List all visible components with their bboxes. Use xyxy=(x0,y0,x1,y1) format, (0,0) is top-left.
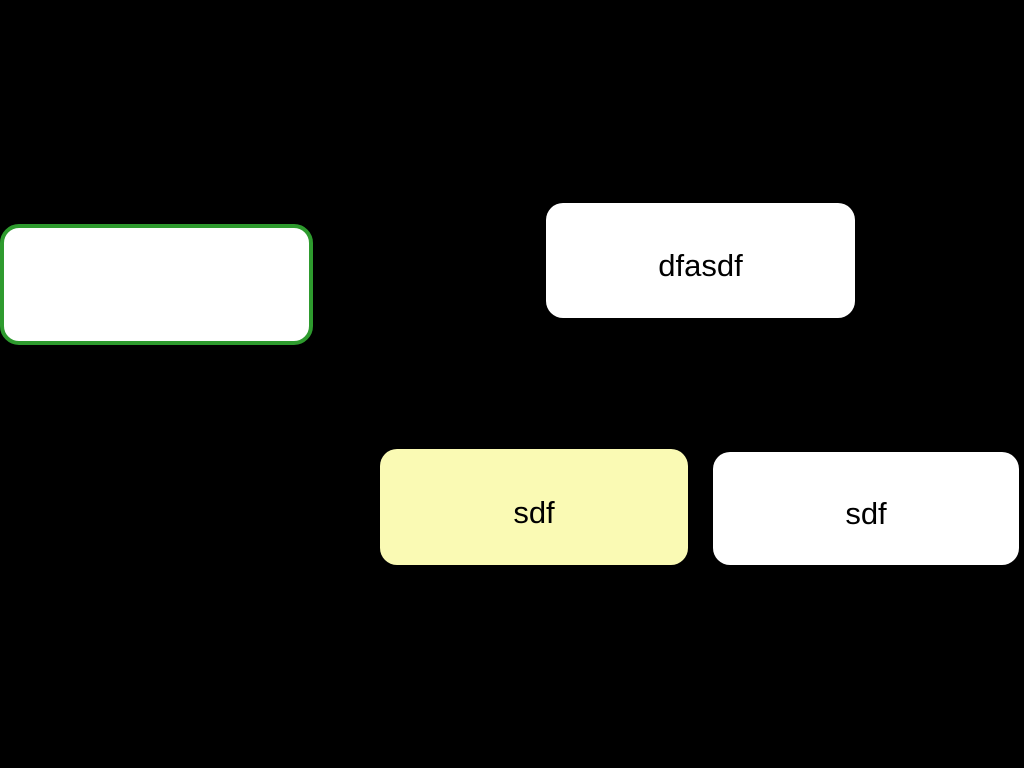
node-dfasdf[interactable]: dfasdf xyxy=(546,203,855,318)
node-label: sdf xyxy=(845,496,887,532)
node-label: sdf xyxy=(513,494,555,530)
node-label: dfasdf xyxy=(658,248,743,284)
node-sdf-white[interactable]: sdf xyxy=(713,452,1019,565)
node-sdf-yellow[interactable]: sdf xyxy=(380,449,688,565)
node-empty-selected[interactable] xyxy=(0,224,313,345)
